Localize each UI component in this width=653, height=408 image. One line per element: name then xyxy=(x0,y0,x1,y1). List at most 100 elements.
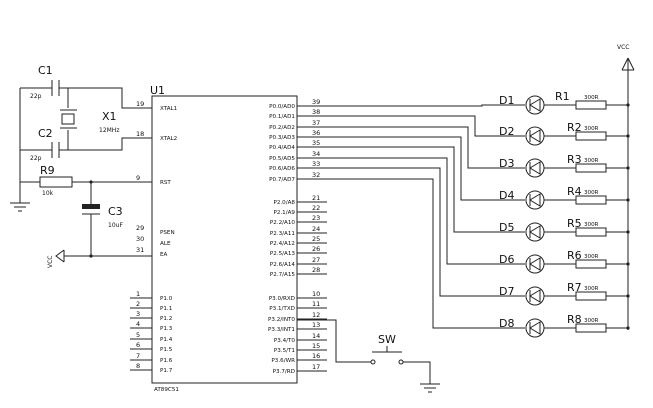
pin-number: 9 xyxy=(136,174,140,182)
pin-number: 34 xyxy=(312,150,320,158)
pin-name: P3.7/RD xyxy=(273,369,295,375)
r9-ref: R9 xyxy=(40,164,55,177)
diode-ref: D7 xyxy=(499,285,514,298)
pin-name: P3.0/RXD xyxy=(269,296,295,302)
pin-number: 25 xyxy=(312,235,320,243)
resistor-ref: R5 xyxy=(567,217,582,230)
wire-p0-6 xyxy=(327,167,525,297)
pin-name: P3.4/T0 xyxy=(274,338,296,344)
resistor-value: 300R xyxy=(584,190,599,196)
resistor-ref: R1 xyxy=(555,90,570,103)
pin-number: 32 xyxy=(312,171,320,179)
pin-number: 29 xyxy=(136,224,144,232)
c2-value: 22p xyxy=(30,155,42,162)
pin-number: 10 xyxy=(312,290,320,298)
pin-name: P0.6/AD6 xyxy=(269,166,295,172)
diode-ref: D4 xyxy=(499,189,514,202)
mcu-part: AT89C51 xyxy=(154,387,179,393)
resistor-value: 300R xyxy=(584,254,599,260)
pin-number: 39 xyxy=(312,98,320,106)
pin-number: 38 xyxy=(312,108,320,116)
resistor-ref: R4 xyxy=(567,185,582,198)
diode-ref: D5 xyxy=(499,221,514,234)
resistor-value: 300R xyxy=(584,158,599,164)
pin-number: 4 xyxy=(136,320,140,328)
pin-name: P2.4/A12 xyxy=(270,241,295,247)
mcu-pin-1: 1P1.0 xyxy=(130,290,173,302)
pin-number: 7 xyxy=(136,352,140,360)
diode-ref: D6 xyxy=(499,253,514,266)
pin-number: 16 xyxy=(312,352,320,360)
pin-number: 6 xyxy=(136,341,140,349)
oscillator-circuit: C1 22p C2 22p X1 12MHz xyxy=(19,64,152,182)
junction-rst xyxy=(89,180,93,184)
vcc-arrow-left xyxy=(55,249,65,263)
ground-symbol-right xyxy=(420,383,440,393)
pin-name: PSEN xyxy=(160,230,175,236)
mcu-ref: U1 xyxy=(150,84,165,97)
pin-number: 26 xyxy=(312,245,320,253)
pin-name: P3.1/TXD xyxy=(269,306,295,312)
vcc-arrow-right xyxy=(621,57,635,71)
pin-name: P1.6 xyxy=(160,358,173,364)
pin-number: 2 xyxy=(136,300,140,308)
junction-ea xyxy=(89,254,93,258)
crystal-x1: X1 12MHz xyxy=(60,109,119,134)
pin-name: P0.1/AD1 xyxy=(269,114,295,120)
pin-number: 17 xyxy=(312,363,320,371)
resistor-ref: R6 xyxy=(567,249,582,262)
pin-number: 28 xyxy=(312,266,320,274)
wire-int0 xyxy=(297,319,371,363)
led-d3: D3 xyxy=(499,157,545,178)
pin-name: P0.0/AD0 xyxy=(269,104,295,110)
pin-number: 21 xyxy=(312,194,320,202)
pin-number: 13 xyxy=(312,321,320,329)
crystal-ref: X1 xyxy=(102,110,117,123)
junction-vcc xyxy=(626,326,630,330)
pin-name: ALE xyxy=(160,241,171,247)
pin-number: 18 xyxy=(136,130,144,138)
pin-name: P1.3 xyxy=(160,326,173,332)
pin-number: 24 xyxy=(312,225,320,233)
mcu-right-pins: 39P0.0/AD038P0.1/AD137P0.2/AD236P0.3/AD3… xyxy=(268,98,327,375)
pin-number: 35 xyxy=(312,139,320,147)
mcu-body xyxy=(151,95,298,384)
wire-p0-3 xyxy=(327,136,525,201)
mcu-pin-8: 8P1.7 xyxy=(130,362,173,374)
pin-name: XTAL2 xyxy=(160,136,177,142)
pin-number: 1 xyxy=(136,290,140,298)
wire-p0-7 xyxy=(327,178,525,329)
resistor-value: 300R xyxy=(584,126,599,132)
capacitor-c3: C3 10uF xyxy=(82,204,123,229)
pin-name: P1.0 xyxy=(160,296,173,302)
pin-name: XTAL1 xyxy=(160,106,178,112)
pin-name: P1.7 xyxy=(160,368,173,374)
led-d8: D8 xyxy=(499,317,545,338)
pin-number: 14 xyxy=(312,332,320,340)
pin-number: 30 xyxy=(136,235,144,243)
pin-name: P0.3/AD3 xyxy=(269,135,295,141)
pin-name: P0.5/AD5 xyxy=(269,156,295,162)
pin-number: 15 xyxy=(312,342,320,350)
mcu-pin-3: 3P1.2 xyxy=(130,310,172,322)
